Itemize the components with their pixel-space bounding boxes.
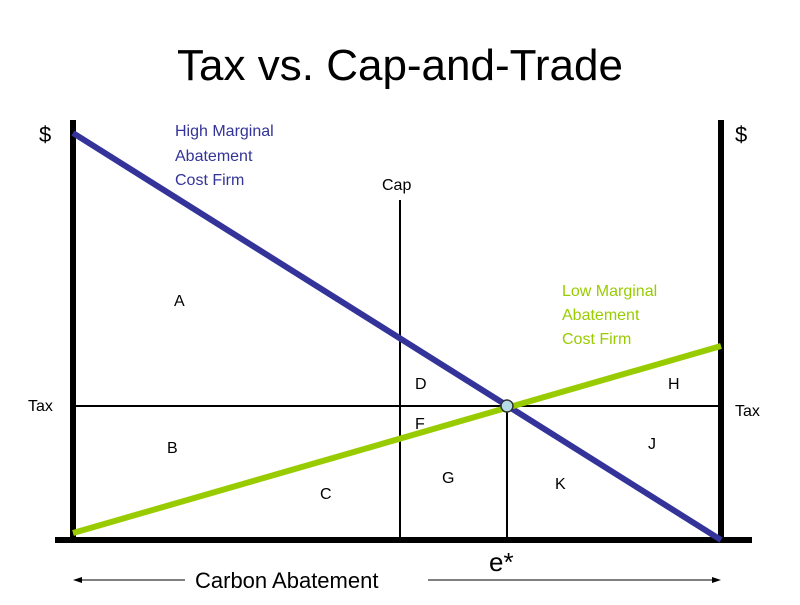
- intersection-point: [500, 399, 514, 413]
- region-g-label: G: [442, 470, 454, 487]
- equilibrium-label: e*: [489, 547, 514, 577]
- high-mac-curve: [71, 130, 723, 543]
- region-j-label: J: [648, 436, 656, 453]
- low-curve-label-line-2: Abatement: [562, 307, 640, 324]
- low-curve-label-line-1: Low Marginal: [562, 283, 657, 300]
- region-b-label: B: [167, 440, 178, 457]
- region-a-label: A: [174, 293, 185, 310]
- low-curve-label-line-3: Cost Firm: [562, 331, 631, 348]
- cap-label: Cap: [382, 177, 411, 194]
- x-axis-label: Carbon Abatement: [195, 568, 378, 593]
- region-h-label: H: [668, 376, 680, 393]
- x-arrow-left-head: [73, 577, 82, 583]
- high-curve-label-line-2: Abatement: [175, 148, 253, 165]
- region-d-label: D: [415, 376, 427, 393]
- high-curve-label-line-1: High Marginal: [175, 123, 274, 140]
- region-k-label: K: [555, 476, 566, 493]
- right-tax-label: Tax: [735, 403, 760, 420]
- region-f-label: F: [415, 416, 425, 433]
- high-curve-label-line-3: Cost Firm: [175, 172, 244, 189]
- low-mac-curve: [72, 343, 722, 536]
- left-dollar-label: $: [39, 122, 51, 147]
- page-title: Tax vs. Cap-and-Trade: [177, 41, 623, 90]
- x-arrow-right-head: [712, 577, 721, 583]
- region-c-label: C: [320, 486, 332, 503]
- right-dollar-label: $: [735, 122, 747, 147]
- left-tax-label: Tax: [28, 398, 53, 415]
